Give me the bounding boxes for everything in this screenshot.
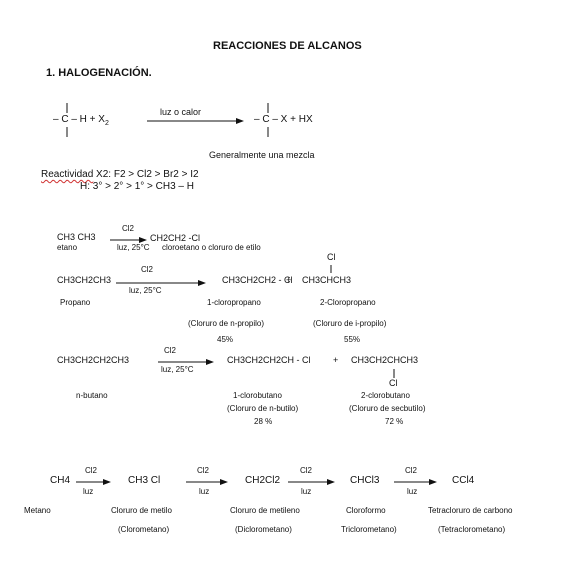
reactivity-h: H: 3° > 2° > 1° > CH3 – H	[80, 181, 194, 192]
butane-reactant: CH3CH2CH2CH3	[57, 355, 130, 365]
butane-alt1: (Cloruro de n-butilo)	[227, 404, 299, 413]
propane-name1: 1-cloropropano	[207, 298, 261, 307]
methane-compound: CH3 Cl	[128, 475, 161, 486]
propane-product1: CH3CH2CH2 - Cl	[222, 275, 293, 285]
propane-pct2: 55%	[344, 335, 361, 344]
methane-name: Cloruro de metileno	[230, 506, 300, 515]
butane-name1: 1-clorobutano	[233, 391, 282, 400]
general-reactant: – C – H + X2	[53, 114, 109, 128]
butane-product2: CH3CH2CHCH3	[351, 355, 419, 365]
propane-product2: CH3CHCH3	[302, 275, 352, 285]
methane-compound: CH4	[50, 475, 71, 486]
butane-condition: luz, 25°C	[161, 365, 194, 374]
ethane-reactant: CH3 CH3	[57, 232, 96, 242]
page-title: REACCIONES DE ALCANOS	[213, 40, 362, 52]
ethane-product-name: cloroetano o cloruro de etilo	[162, 243, 261, 252]
propane-branch-cl: Cl	[327, 252, 336, 262]
butane-branch-cl: Cl	[389, 378, 398, 388]
ethane-condition: luz, 25°C	[117, 243, 150, 252]
butane-pct2: 72 %	[385, 417, 404, 426]
ethane-reagent: Cl2	[122, 224, 135, 233]
general-note: Generalmente una mezcla	[209, 150, 315, 160]
methane-iupac: (Clorometano)	[118, 525, 170, 534]
methane-condition: luz	[199, 487, 210, 496]
methane-name: Tetracloruro de carbono	[428, 506, 513, 515]
propane-pct1: 45%	[217, 335, 234, 344]
methane-iupac: (Diclorometano)	[235, 525, 292, 534]
ethane-name: etano	[57, 243, 78, 252]
methane-compound: CCl4	[452, 475, 475, 486]
methane-compound: CHCl3	[350, 475, 380, 486]
methane-name: Cloroformo	[346, 506, 386, 515]
propane-reagent: Cl2	[141, 265, 154, 274]
methane-reagent: Cl2	[405, 466, 418, 475]
butane-product1: CH3CH2CH2CH - Cl	[227, 355, 311, 365]
methane-reagent: Cl2	[85, 466, 98, 475]
propane-condition: luz, 25°C	[129, 286, 162, 295]
methane-condition: luz	[407, 487, 418, 496]
general-condition: luz o calor	[160, 107, 202, 117]
methane-iupac: (Tetraclorometano)	[438, 525, 506, 534]
butane-name2: 2-clorobutano	[361, 391, 410, 400]
propane-plus: +	[286, 275, 292, 285]
methane-iupac: Triclorometano)	[341, 525, 397, 534]
general-product: – C – X + HX	[254, 114, 313, 125]
methane-name: Cloruro de metilo	[111, 506, 172, 515]
methane-condition: luz	[83, 487, 94, 496]
butane-plus: +	[333, 355, 339, 365]
methane-reagent: Cl2	[300, 466, 313, 475]
propane-name: Propano	[60, 298, 91, 307]
methane-compound: CH2Cl2	[245, 475, 281, 486]
propane-reactant: CH3CH2CH3	[57, 275, 112, 285]
propane-alt2: (Cloruro de i-propilo)	[313, 319, 387, 328]
propane-name2: 2-Cloropropano	[320, 298, 376, 307]
reactivity-label: Reactividad X2: F2 > Cl2 > Br2 > I2	[41, 169, 199, 180]
butane-alt2: (Cloruro de secbutilo)	[349, 404, 426, 413]
methane-condition: luz	[301, 487, 312, 496]
methane-reagent: Cl2	[197, 466, 210, 475]
methane-name: Metano	[24, 506, 51, 515]
ethane-product: CH2CH2 -Cl	[150, 233, 201, 243]
butane-pct1: 28 %	[254, 417, 273, 426]
butane-name: n-butano	[76, 391, 108, 400]
butane-reagent: Cl2	[164, 346, 177, 355]
propane-alt1: (Cloruro de n-propilo)	[188, 319, 265, 328]
section-heading: 1. HALOGENACIÓN.	[46, 67, 152, 79]
